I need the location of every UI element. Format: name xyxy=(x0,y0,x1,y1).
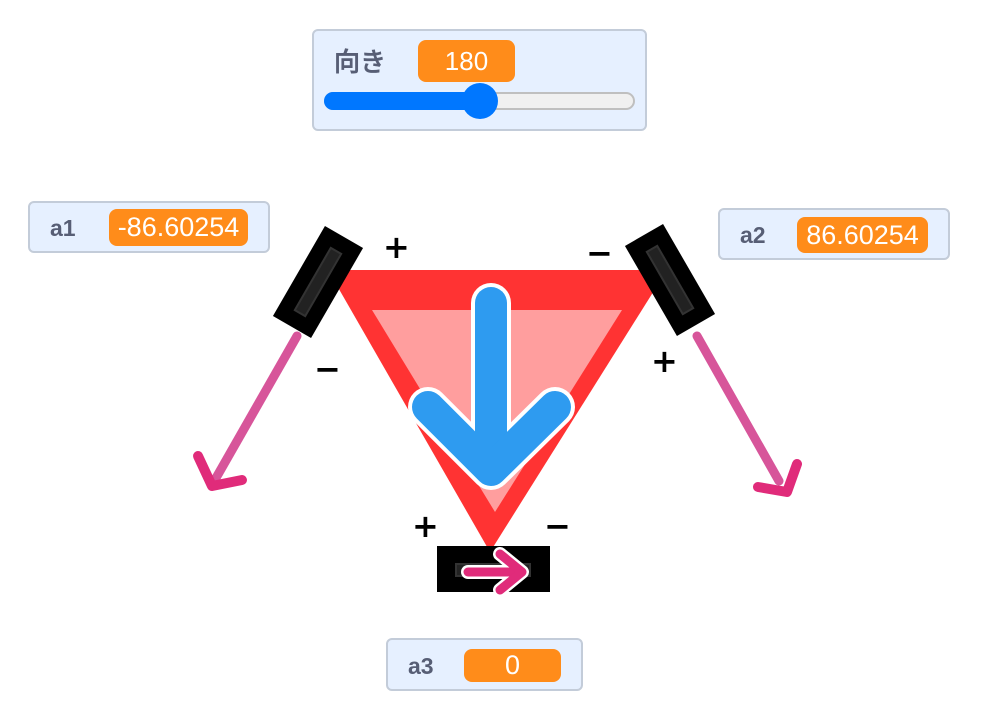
wheel1-minus-sign: − xyxy=(314,350,341,388)
a2-label: a2 xyxy=(740,222,766,248)
wheel-2 xyxy=(624,223,716,337)
a1-monitor: a1 -86.60254 xyxy=(28,201,270,253)
a1-value: -86.60254 xyxy=(109,209,248,246)
direction-label: 向き xyxy=(334,47,387,77)
wheel-1 xyxy=(272,225,364,339)
direction-arrow-icon xyxy=(408,283,575,490)
wheel2-minus-sign: − xyxy=(586,234,613,272)
wheel1-force-arrow-icon xyxy=(193,331,302,491)
wheel3-plus-sign: + xyxy=(412,507,439,545)
wheel3-minus-sign: − xyxy=(544,507,571,545)
wheel2-force-arrow-icon xyxy=(692,331,802,497)
direction-monitor: 向き 180 xyxy=(312,29,647,131)
wheel-3 xyxy=(437,546,550,597)
a2-monitor: a2 86.60254 xyxy=(718,208,950,260)
direction-slider[interactable] xyxy=(324,83,635,119)
direction-value: 180 xyxy=(418,40,515,82)
a3-value: 0 xyxy=(464,649,561,682)
direction-slider-fill xyxy=(324,92,480,110)
a2-value: 86.60254 xyxy=(797,217,928,253)
wheel2-plus-sign: + xyxy=(651,342,678,380)
a3-monitor: a3 0 xyxy=(386,638,583,691)
a3-label: a3 xyxy=(408,653,434,679)
direction-slider-thumb[interactable] xyxy=(462,83,498,119)
wheel1-plus-sign: + xyxy=(383,228,410,266)
wheel3-force-arrow-icon xyxy=(461,547,529,597)
a1-label: a1 xyxy=(50,215,76,241)
